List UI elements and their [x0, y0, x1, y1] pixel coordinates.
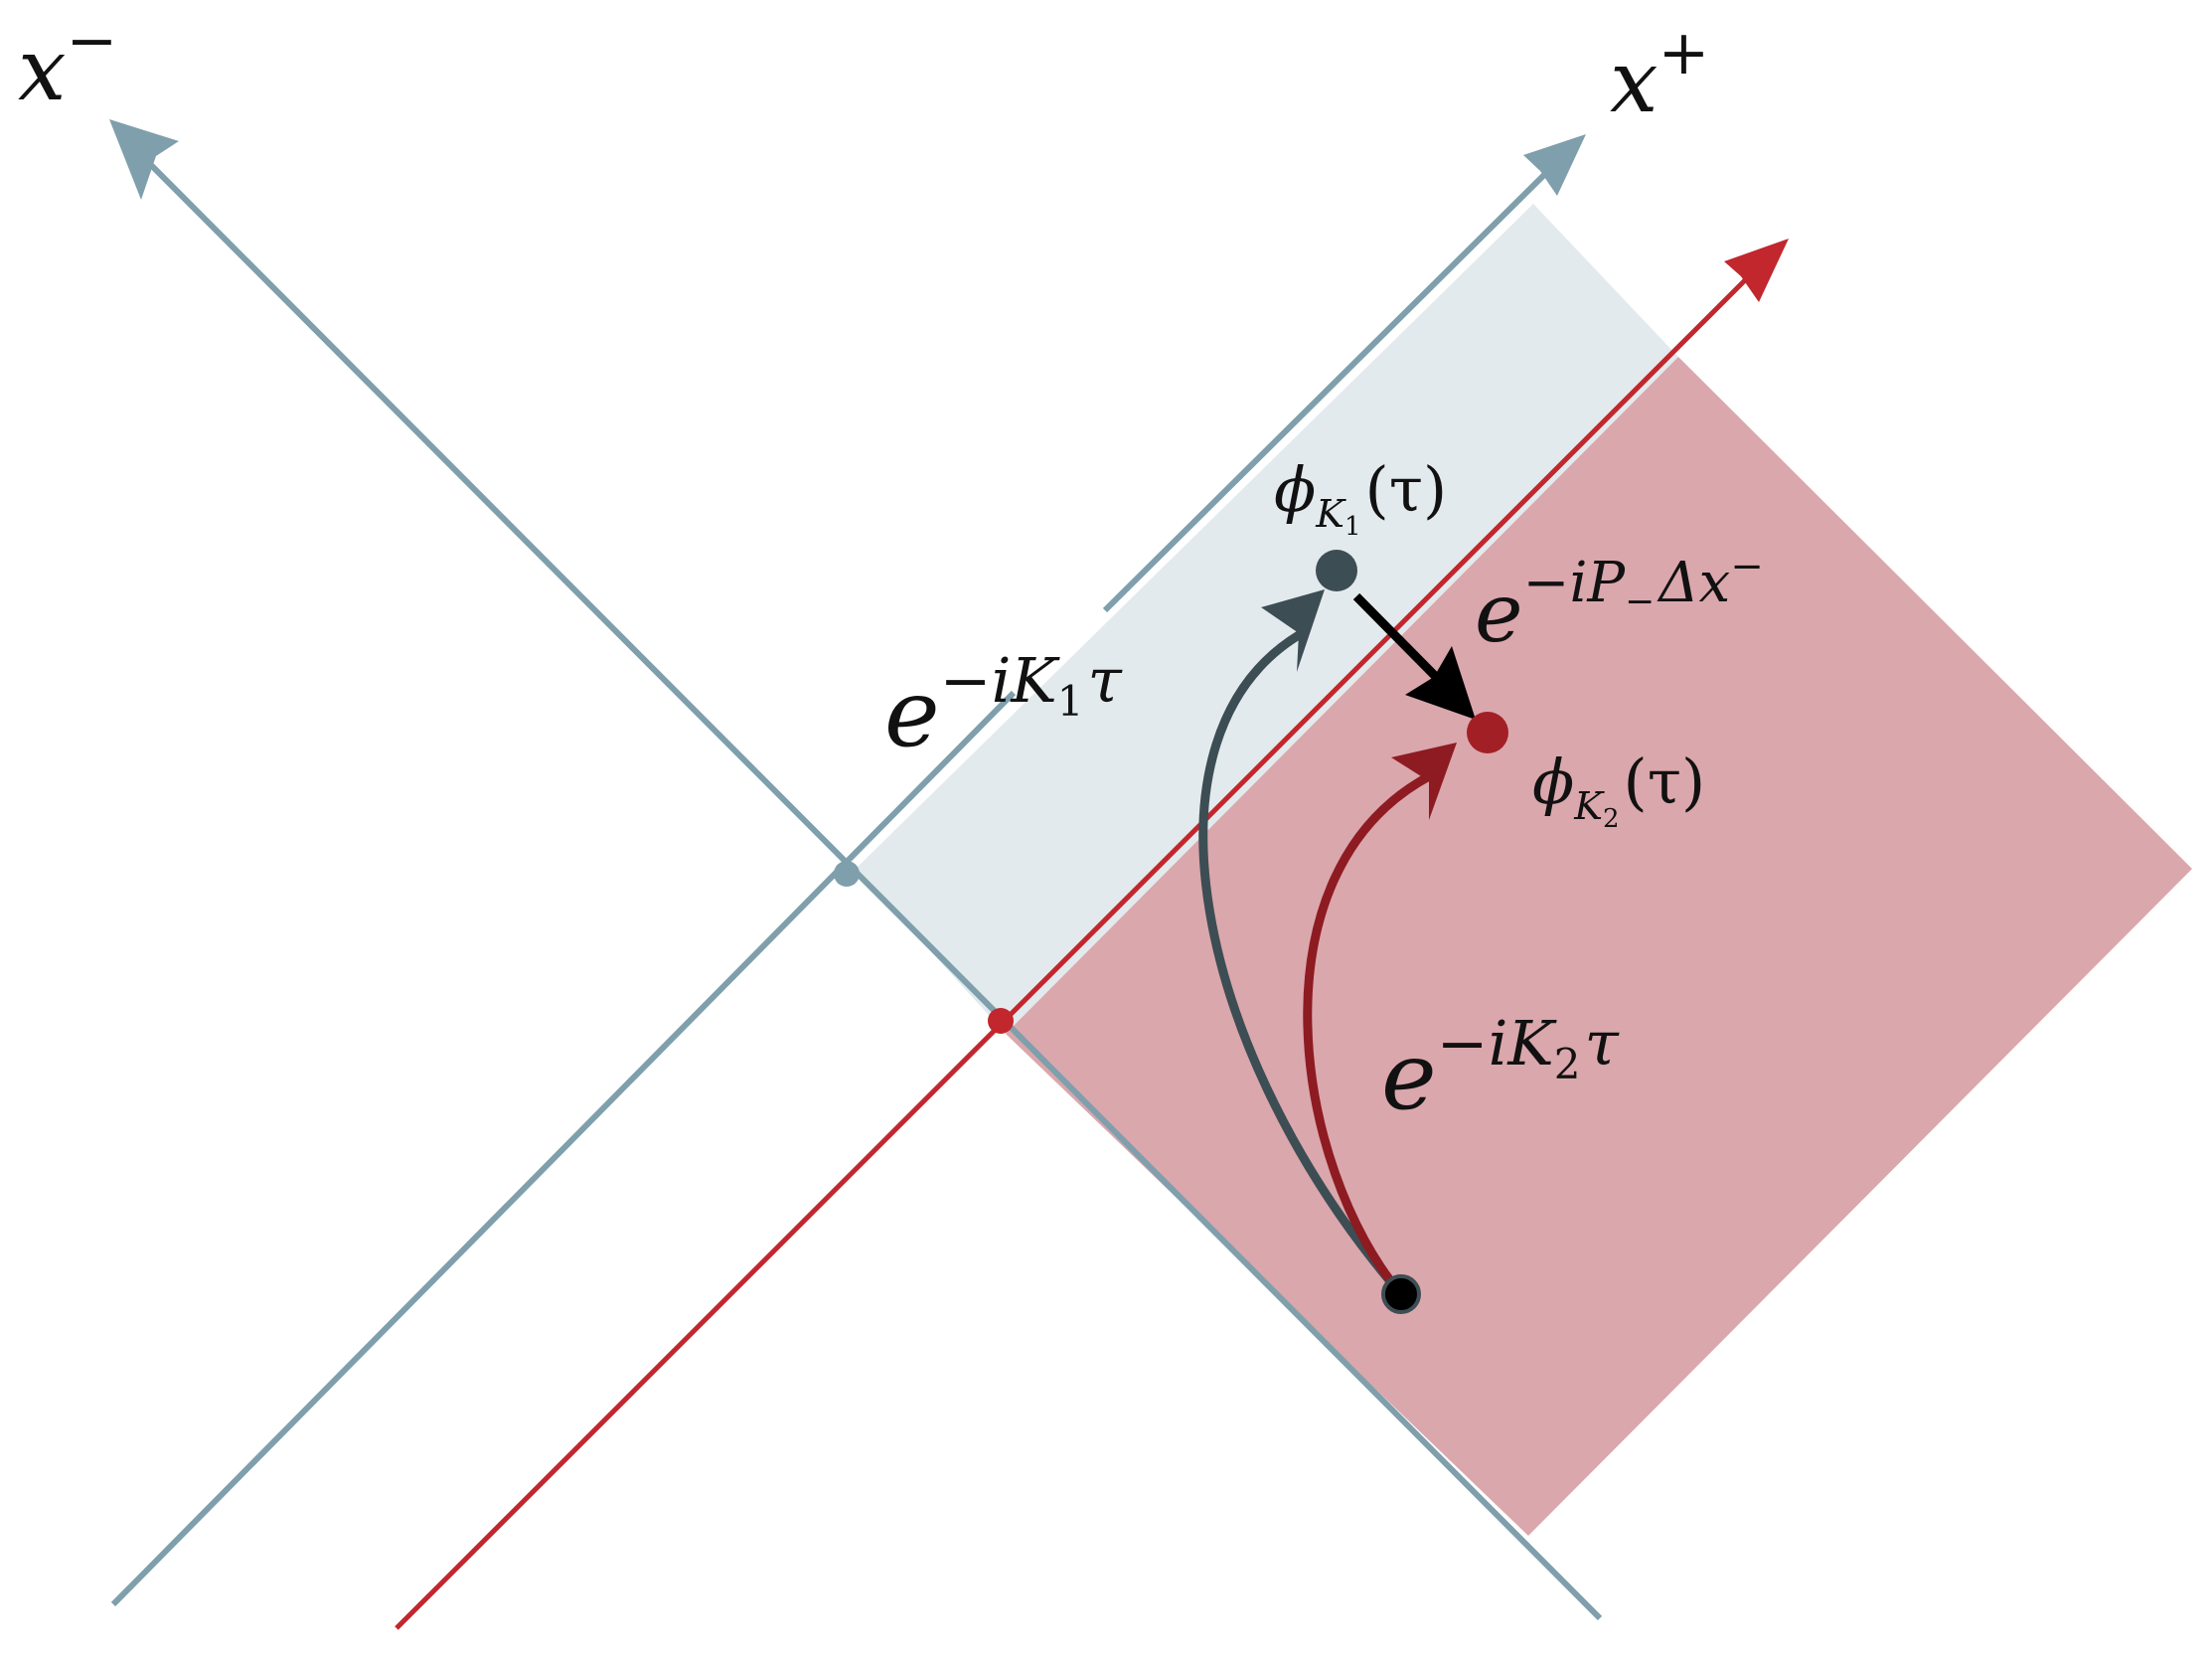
blue-wedge-region — [856, 204, 1678, 1034]
initial-point — [1381, 1274, 1421, 1314]
k2-evolution-curve — [1303, 771, 1434, 1297]
k1-evolution-arrowhead — [1261, 589, 1325, 672]
x-minus-label: x− — [18, 5, 117, 120]
x-plus-arrowhead — [1523, 134, 1586, 196]
translation-arrowhead — [1405, 646, 1476, 720]
k1-evolution-label: e−iK1τ — [884, 644, 1123, 768]
k2-evolution-arrowhead — [1391, 743, 1457, 820]
k2-evolution-label: e−iK2τ — [1381, 1007, 1620, 1131]
x-plus-axis-lower — [110, 690, 1017, 1607]
x-minus-arrowhead — [109, 119, 179, 200]
x-minus-axis — [140, 154, 1603, 1621]
blue-origin-dot — [834, 861, 860, 887]
red-boosted-axis — [395, 264, 1761, 1630]
translation-operator-label: e−iP−Δx− — [1475, 544, 1764, 661]
phi-k2-point — [1467, 712, 1508, 753]
k1-evolution-curve — [1198, 628, 1405, 1297]
x-plus-axis-upper — [1102, 156, 1563, 613]
red-axis-arrowhead — [1724, 239, 1789, 302]
phi-k2-label: ϕK2(τ) — [1532, 746, 1705, 834]
phi-k1-label: ϕK1(τ) — [1274, 453, 1447, 542]
red-origin-dot — [988, 1008, 1014, 1034]
translation-arrow-shaft — [1352, 592, 1451, 692]
x-plus-label: x+ — [1610, 17, 1709, 132]
red-wedge-region — [1006, 357, 2192, 1536]
phi-k1-point — [1316, 550, 1357, 591]
